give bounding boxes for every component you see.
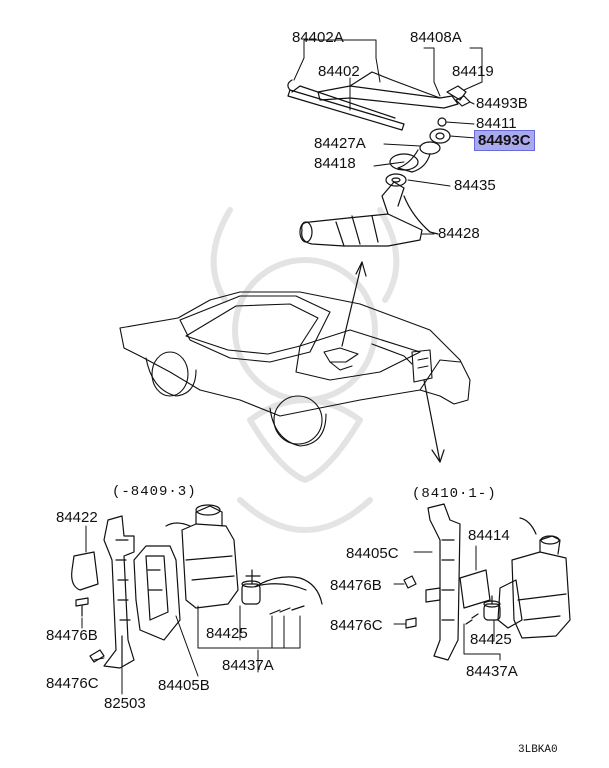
label-84435: 84435 xyxy=(454,177,496,194)
label-84425-left: 84425 xyxy=(206,625,248,642)
range-label-right: (8410·1-) xyxy=(412,486,497,502)
label-84405C: 84405C xyxy=(346,545,399,562)
label-84402: 84402 xyxy=(318,63,360,80)
label-84411: 84411 xyxy=(476,115,517,132)
label-84476C-left: 84476C xyxy=(46,675,99,692)
label-84437A-left: 84437A xyxy=(222,657,274,674)
label-84402A: 84402A xyxy=(292,29,344,46)
pivot-parts xyxy=(385,117,451,187)
leader-lines-top xyxy=(293,39,483,235)
label-84476B-right: 84476B xyxy=(330,577,382,594)
label-84414: 84414 xyxy=(468,527,510,544)
label-82503: 82503 xyxy=(104,695,146,712)
label-84493B: 84493B xyxy=(476,95,528,112)
label-84437A-right: 84437A xyxy=(466,663,518,680)
label-84425-right: 84425 xyxy=(470,631,512,648)
label-84427A: 84427A xyxy=(314,135,366,152)
reference-arrows xyxy=(341,261,445,463)
wiper-motor-84428 xyxy=(299,181,439,247)
label-84493C-highlighted: 84493C xyxy=(474,130,535,151)
left-washer-assembly xyxy=(71,504,323,669)
label-84476C-right: 84476C xyxy=(330,617,383,634)
label-84408A: 84408A xyxy=(410,29,462,46)
leader-lines-left xyxy=(81,525,301,695)
right-washer-assembly xyxy=(403,503,571,661)
wiper-blade-assembly xyxy=(287,71,471,131)
label-84419: 84419 xyxy=(452,63,494,80)
label-84405B: 84405B xyxy=(158,677,210,694)
leader-lines-right xyxy=(393,545,501,661)
label-84428: 84428 xyxy=(438,225,480,242)
label-84422: 84422 xyxy=(56,509,98,526)
range-label-left: (-8409·3) xyxy=(112,484,197,500)
label-84418: 84418 xyxy=(314,155,356,172)
diagram-code: 3LBKA0 xyxy=(518,744,558,756)
label-84476B-left: 84476B xyxy=(46,627,98,644)
car-outline xyxy=(119,291,471,447)
watermark-logo xyxy=(210,207,400,533)
